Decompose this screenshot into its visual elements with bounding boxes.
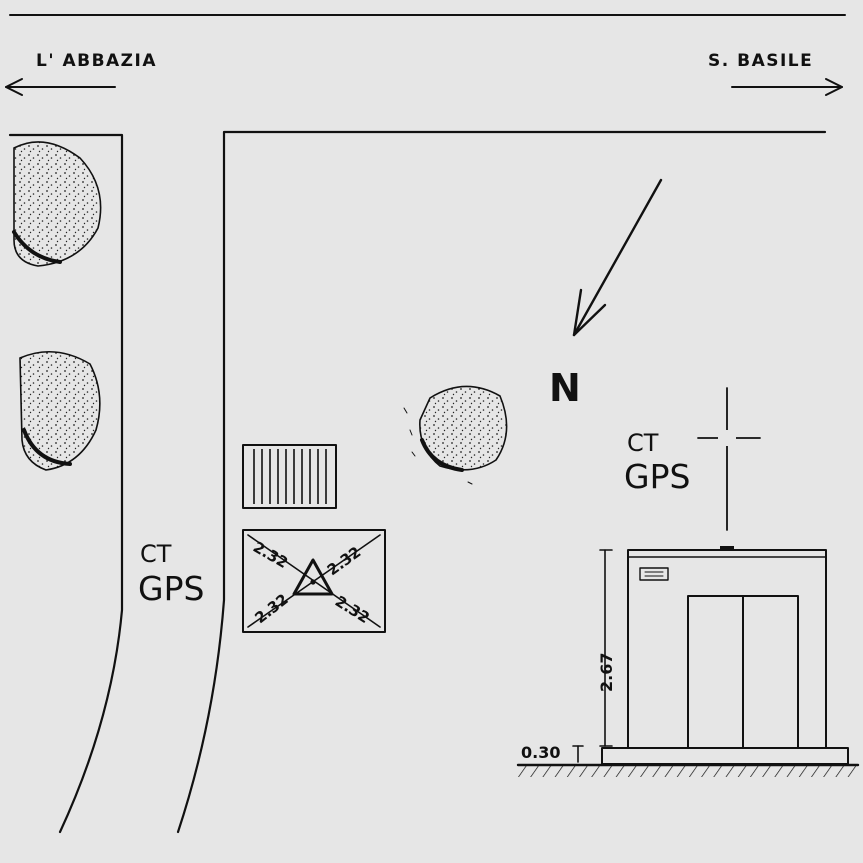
station-code-building: CT [627,429,659,457]
base-dimension [572,745,584,763]
distance-label: 2.32 [251,590,291,627]
shrub-icon [12,141,102,267]
shrub-icon [19,350,101,471]
direction-label-right: S. BASILE [708,51,813,71]
ground-line [516,763,860,777]
station-name-building: GPS [624,457,690,496]
distance-label: 2.32 [324,543,365,579]
road [8,130,827,834]
arrow-right-icon [731,78,843,96]
drain-grate [242,444,337,509]
shrub-icon [403,385,508,485]
north-arrow-icon [572,178,663,337]
crosshair-icon [697,387,761,531]
road-edge-left [8,133,124,834]
direction-label-left: L' ABBAZIA [36,51,157,71]
station-building [601,546,849,765]
arrow-left-icon [5,78,116,96]
triangle-benchmark-icon [292,558,334,596]
station-name-road: GPS [138,569,204,608]
base-height-label: 0.30 [521,743,560,762]
distance-label: 2.32 [332,592,373,627]
road-edge-right [176,130,827,834]
distance-label: 2.32 [250,538,291,572]
north-label: N [549,366,581,410]
building-base [601,747,849,765]
building-height-label: 2.67 [597,653,616,692]
height-dimension [599,549,613,747]
station-code-road: CT [140,540,172,568]
benchmark-box [242,529,386,633]
plate-icon [639,567,669,581]
